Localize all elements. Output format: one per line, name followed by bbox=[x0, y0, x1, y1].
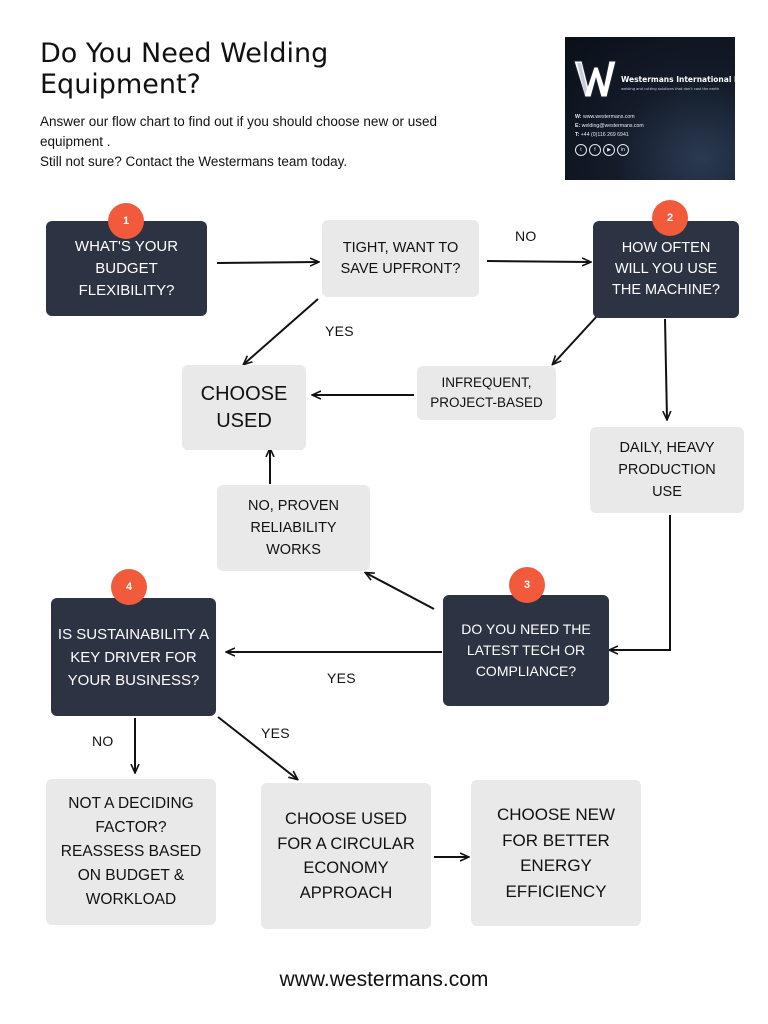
logo-web-line: W: www.westermans.com bbox=[575, 114, 635, 120]
step-badge-3: 3 bbox=[509, 567, 545, 603]
logo-background bbox=[565, 37, 735, 180]
arrow-daily-to-latest bbox=[610, 515, 671, 650]
arrow-howoften-to-infrequent bbox=[553, 314, 599, 364]
logo-email[interactable]: welding@westermans.com bbox=[581, 123, 644, 129]
page-title: Do You Need Welding Equipment? bbox=[40, 38, 329, 100]
node-choose-new: CHOOSE NEW FOR BETTER ENERGY EFFICIENCY bbox=[471, 780, 641, 926]
arrow-howoften-to-daily bbox=[665, 318, 667, 419]
logo-phone: +44 (0)116 269 6941 bbox=[580, 132, 629, 138]
node-circular-economy: CHOOSE USED FOR A CIRCULAR ECONOMY APPRO… bbox=[261, 783, 431, 929]
node-choose-used: CHOOSE USED bbox=[182, 365, 306, 450]
edge-label-tight-yes: YES bbox=[325, 323, 354, 339]
arrow-sustain-to-circular bbox=[217, 716, 297, 779]
step-badge-1: 1 bbox=[108, 203, 144, 239]
edge-label-sustain-no: NO bbox=[92, 733, 114, 749]
node-how-often: HOW OFTEN WILL YOU USE THE MACHINE? bbox=[593, 221, 739, 318]
arrow-budget-to-tight bbox=[216, 262, 318, 263]
arrow-latest-to-proven bbox=[366, 573, 435, 610]
westermans-w-logo-icon bbox=[573, 60, 617, 98]
linkedin-icon[interactable]: in bbox=[617, 144, 629, 156]
node-tight-save-upfront: TIGHT, WANT TO SAVE UPFRONT? bbox=[322, 220, 479, 297]
node-sustainability: IS SUSTAINABILITY A KEY DRIVER FOR YOUR … bbox=[51, 598, 216, 716]
logo-phone-line: T: +44 (0)116 269 6941 bbox=[575, 132, 629, 138]
logo-tagline: welding and cutting solutions that don't… bbox=[621, 87, 720, 91]
facebook-icon[interactable]: f bbox=[589, 144, 601, 156]
twitter-icon[interactable]: t bbox=[575, 144, 587, 156]
node-proven-reliability: NO, PROVEN RELIABILITY WORKS bbox=[217, 485, 370, 571]
edge-label-tight-no: NO bbox=[515, 228, 537, 244]
arrow-tight-to-howoften bbox=[486, 261, 590, 262]
node-latest-tech: DO YOU NEED THE LATEST TECH OR COMPLIANC… bbox=[443, 595, 609, 706]
intro-line-2: Still not sure? Contact the Westermans t… bbox=[40, 154, 348, 169]
node-infrequent: INFREQUENT, PROJECT-BASED bbox=[417, 366, 556, 420]
node-not-deciding-factor: NOT A DECIDING FACTOR? REASSESS BASED ON… bbox=[46, 779, 216, 925]
node-daily-heavy: DAILY, HEAVY PRODUCTION USE bbox=[590, 427, 744, 513]
edge-label-latest-yes: YES bbox=[327, 670, 356, 686]
logo-company-name: Westermans International Ltd bbox=[621, 75, 735, 84]
arrow-tight-to-used bbox=[244, 298, 319, 364]
footer-website-link[interactable]: www.westermans.com bbox=[279, 968, 489, 991]
step-badge-4: 4 bbox=[111, 569, 147, 605]
logo-web[interactable]: www.westermans.com bbox=[582, 114, 635, 120]
intro-text: Answer our flow chart to find out if you… bbox=[40, 112, 480, 172]
intro-line-1: Answer our flow chart to find out if you… bbox=[40, 114, 437, 149]
edge-label-sustain-yes: YES bbox=[261, 725, 290, 741]
youtube-icon[interactable]: ▶ bbox=[603, 144, 615, 156]
company-logo-card: Westermans International Ltd welding and… bbox=[565, 37, 735, 180]
logo-email-line: E: welding@westermans.com bbox=[575, 123, 644, 129]
step-badge-2: 2 bbox=[652, 200, 688, 236]
